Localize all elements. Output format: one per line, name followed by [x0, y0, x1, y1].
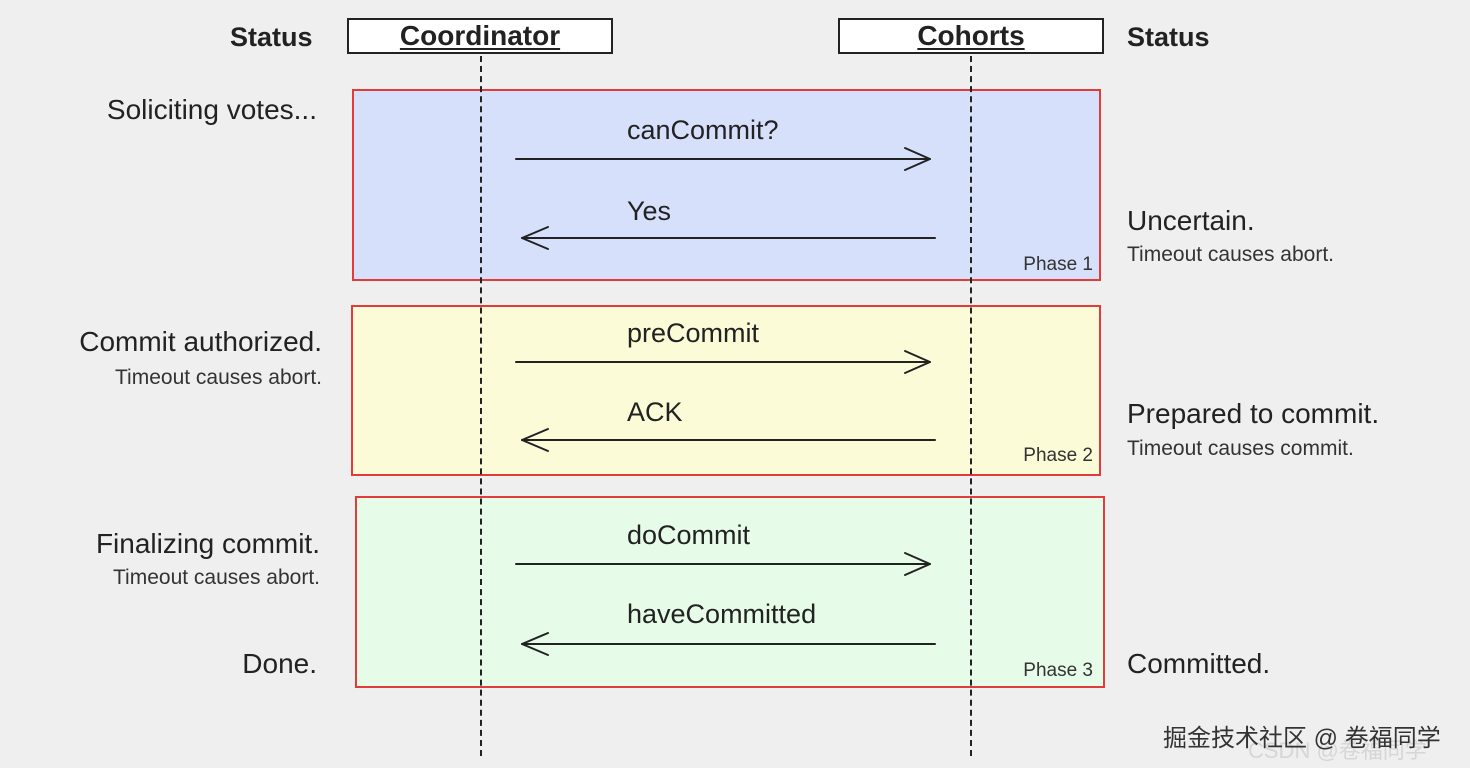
- cohort-status-uncertain: Uncertain.: [1127, 205, 1255, 236]
- right-status-header: Status: [1127, 22, 1210, 52]
- phase-2-label: Phase 2: [1023, 445, 1093, 466]
- message-yes: Yes: [627, 196, 672, 226]
- cohort-timeout-phase2: Timeout causes commit.: [1127, 437, 1354, 460]
- phase-1-box: Phase 1: [352, 89, 1101, 281]
- cohort-status-committed: Committed.: [1127, 648, 1271, 679]
- phase-3-label: Phase 3: [1023, 660, 1093, 681]
- cohort-timeout-phase1: Timeout causes abort.: [1127, 243, 1334, 266]
- message-ack: ACK: [627, 397, 683, 427]
- coordinator-lane-header: Coordinator: [347, 18, 613, 54]
- coordinator-lifeline: [480, 56, 482, 756]
- phase-1-label: Phase 1: [1023, 254, 1093, 275]
- phase-2-box: Phase 2: [351, 305, 1101, 476]
- coordinator-status-soliciting: Soliciting votes...: [106, 94, 317, 125]
- coordinator-status-authorized: Commit authorized.: [79, 326, 322, 357]
- cohorts-lane-header: Cohorts: [838, 18, 1104, 54]
- coordinator-status-finalizing: Finalizing commit.: [95, 528, 320, 559]
- coordinator-timeout-phase3: Timeout causes abort.: [113, 566, 320, 589]
- coordinator-status-done: Done.: [242, 648, 317, 679]
- watermark: 掘金技术社区 @ 卷福同学: [1163, 725, 1441, 752]
- left-status-header: Status: [230, 22, 313, 52]
- message-precommit: preCommit: [627, 318, 760, 348]
- cohort-status-prepared: Prepared to commit.: [1127, 398, 1380, 429]
- message-cancommit: canCommit?: [627, 115, 779, 145]
- message-docommit: doCommit: [627, 520, 751, 550]
- coordinator-timeout-phase2: Timeout causes abort.: [115, 366, 322, 389]
- cohorts-lifeline: [970, 56, 972, 756]
- message-havecommitted: haveCommitted: [627, 599, 817, 629]
- watermark-shadow: CSDN @卷福同学: [1248, 738, 1427, 763]
